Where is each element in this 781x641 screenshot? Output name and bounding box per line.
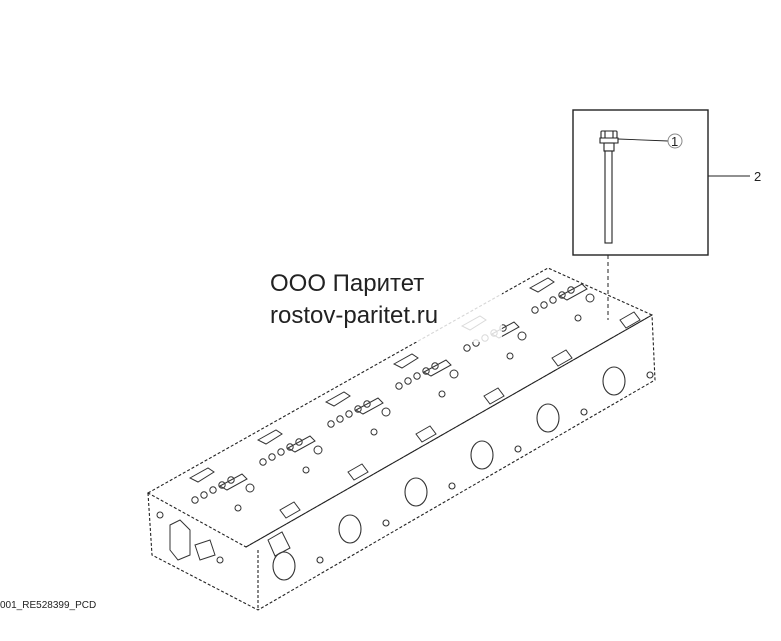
bolt-hole xyxy=(404,377,412,385)
bolt-hole xyxy=(200,491,208,499)
port xyxy=(470,440,494,470)
bolt-part xyxy=(599,130,619,244)
bolt-hole xyxy=(395,382,403,390)
rocker-arm xyxy=(392,353,419,369)
rocker-arm xyxy=(218,473,248,491)
rocker-arm xyxy=(324,391,351,407)
bolt-hole xyxy=(531,306,539,314)
bolt-hole xyxy=(336,415,344,423)
bolt-hole xyxy=(558,291,566,299)
watermark-site: rostov-paritet.ru xyxy=(270,302,439,329)
port-bolt xyxy=(382,519,390,527)
bolt-hole xyxy=(327,420,335,428)
watermark: ООО Паритет rostov-paritet.ru xyxy=(270,268,438,332)
bolt-hole xyxy=(259,458,267,466)
bolt-hole xyxy=(302,466,310,474)
injector-pocket xyxy=(415,425,437,443)
bolt-hole xyxy=(585,293,595,303)
rocker-arm xyxy=(286,435,316,453)
bolt-detail-box xyxy=(572,109,709,256)
port xyxy=(404,477,428,507)
bolt-hole xyxy=(506,352,514,360)
bolt-hole xyxy=(381,407,391,417)
bolt-hole xyxy=(540,301,548,309)
bolt-hole xyxy=(209,486,217,494)
callout-1-label: 1 xyxy=(671,134,678,149)
injector-pocket xyxy=(347,463,369,481)
watermark-company: ООО Паритет xyxy=(270,270,425,297)
bolt-hole xyxy=(295,438,303,446)
front-ports xyxy=(272,366,654,581)
bolt-hole xyxy=(463,344,471,352)
bolt-hole xyxy=(245,483,255,493)
bolt-hole xyxy=(268,453,276,461)
bolt-hole xyxy=(413,372,421,380)
bolt-hole xyxy=(277,448,285,456)
bolt-hole xyxy=(370,428,378,436)
port-bolt xyxy=(448,482,456,490)
port xyxy=(272,551,296,581)
rocker-arm xyxy=(422,359,452,377)
rocker-arm xyxy=(528,277,555,293)
end-bracket xyxy=(156,511,291,564)
port xyxy=(536,403,560,433)
port-bolt xyxy=(514,445,522,453)
rocker-arm xyxy=(354,397,384,415)
bolt-hole xyxy=(354,405,362,413)
rocker-arm xyxy=(558,283,588,301)
injector-pocket xyxy=(619,311,641,329)
bolt-hole xyxy=(431,362,439,370)
bolt-hole xyxy=(438,390,446,398)
bolt-hole xyxy=(286,443,294,451)
bolt-hole xyxy=(234,504,242,512)
cylinder-head xyxy=(146,267,656,611)
bolt-hole xyxy=(363,400,371,408)
watermark-background xyxy=(252,262,502,342)
injector-pocket xyxy=(483,387,505,405)
injector-pocket xyxy=(551,349,573,367)
bolt-hole xyxy=(422,367,430,375)
callout-2-label: 2 xyxy=(754,169,761,184)
bolt-hole xyxy=(517,331,527,341)
bolt-hole xyxy=(191,496,199,504)
port-bolt xyxy=(316,556,324,564)
port xyxy=(602,366,626,396)
port-bolt xyxy=(580,408,588,416)
bolt-hole xyxy=(549,296,557,304)
bolt-hole xyxy=(449,369,459,379)
bolt-hole xyxy=(567,286,575,294)
rocker-arm xyxy=(188,467,215,483)
injector-pocket xyxy=(279,501,301,519)
image-code: 001_RE528399_PCD xyxy=(0,600,97,611)
valve-features xyxy=(188,277,641,519)
bolt-hole xyxy=(313,445,323,455)
port xyxy=(338,514,362,544)
bolt-hole xyxy=(574,314,582,322)
port-bolt xyxy=(646,371,654,379)
bolt-hole xyxy=(345,410,353,418)
bolt-hole xyxy=(227,476,235,484)
rocker-arm xyxy=(256,429,283,445)
bolt-hole xyxy=(218,481,226,489)
